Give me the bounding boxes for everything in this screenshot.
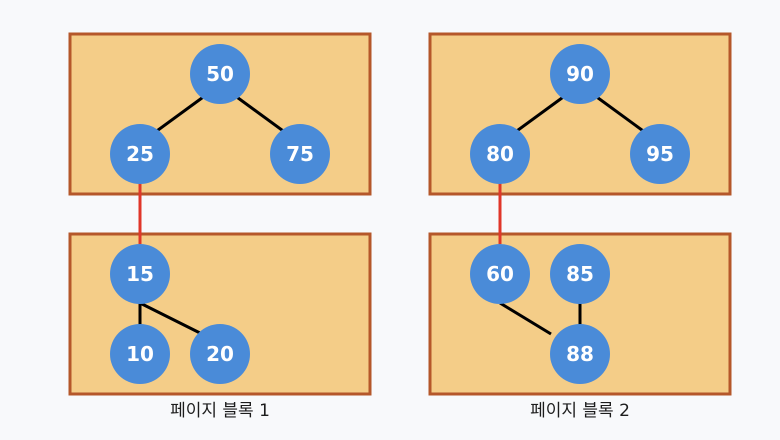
tree-node: 60 [470, 244, 530, 304]
tree-node: 95 [630, 124, 690, 184]
tree-node: 88 [550, 324, 610, 384]
node-label: 60 [486, 262, 514, 286]
node-label: 50 [206, 62, 234, 86]
edge-50-25 [153, 93, 207, 135]
edge-15-20 [139, 301, 201, 335]
node-label: 95 [646, 142, 674, 166]
node-label: 25 [126, 142, 154, 166]
tree-node: 80 [470, 124, 530, 184]
node-label: 75 [286, 142, 314, 166]
tree-node: 10 [110, 324, 170, 384]
tree-node: 25 [110, 124, 170, 184]
tree-node: 75 [270, 124, 330, 184]
node-label: 90 [566, 62, 594, 86]
node-label: 20 [206, 342, 234, 366]
tree-node: 20 [190, 324, 250, 384]
nodes: 50 25 75 15 10 20 90 80 [110, 44, 690, 384]
node-label: 88 [566, 342, 594, 366]
tree-node: 15 [110, 244, 170, 304]
tree-node: 85 [550, 244, 610, 304]
tree-node: 50 [190, 44, 250, 104]
page-block-caption: 페이지 블록 2 [530, 401, 630, 421]
node-label: 80 [486, 142, 514, 166]
edges [138, 93, 647, 336]
page-block-caption: 페이지 블록 1 [170, 401, 270, 421]
node-label: 85 [566, 262, 594, 286]
edge-50-75 [233, 93, 287, 135]
node-label: 10 [126, 342, 154, 366]
tree-node: 90 [550, 44, 610, 104]
edge-90-95 [593, 93, 647, 135]
edge-90-80 [513, 93, 567, 135]
edge-60-88 [499, 301, 552, 336]
node-label: 15 [126, 262, 154, 286]
